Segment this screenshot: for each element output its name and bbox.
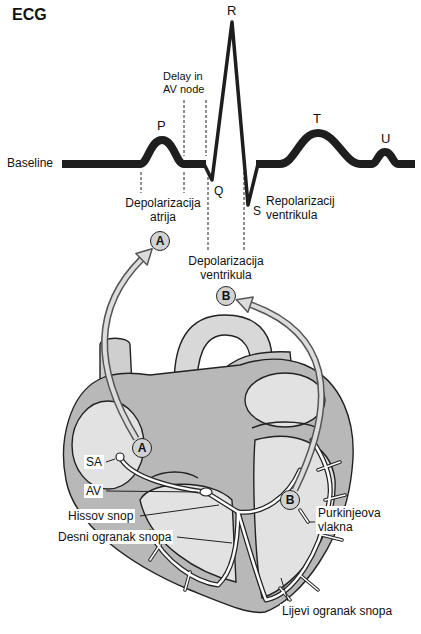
arrow-outline bbox=[250, 304, 322, 490]
callout-circle: A bbox=[132, 438, 152, 458]
left-atrium bbox=[245, 373, 325, 427]
callout-circle: B bbox=[280, 490, 300, 510]
conduction-fibres bbox=[120, 440, 330, 600]
dashed-marker bbox=[206, 100, 207, 156]
wave-label: T bbox=[313, 111, 321, 126]
dashed-marker bbox=[208, 172, 209, 250]
arrow-head bbox=[236, 297, 253, 312]
dashed-marker bbox=[184, 100, 185, 156]
part-label: Desni ogranak snopa bbox=[56, 530, 173, 544]
part-label: Hissov snop bbox=[66, 509, 135, 523]
ecg-trace bbox=[62, 22, 415, 205]
wave-label: U bbox=[381, 131, 390, 146]
callout-circle: B bbox=[216, 286, 236, 306]
sa-node bbox=[116, 453, 124, 461]
wave-label: Q bbox=[214, 184, 223, 198]
leader-line bbox=[140, 505, 219, 516]
leader-line bbox=[281, 578, 288, 601]
part-label: AV bbox=[84, 484, 103, 498]
ecg-baseline-waves bbox=[62, 133, 415, 164]
arrow-outline bbox=[105, 259, 143, 439]
arrow-body bbox=[250, 304, 322, 490]
part-label: Purkinjeova vlakna bbox=[316, 506, 396, 534]
wave-label: R bbox=[227, 3, 236, 18]
wave-label: P bbox=[157, 118, 166, 133]
interval-label: Delay in AV node bbox=[163, 70, 219, 96]
leader-line bbox=[177, 537, 232, 543]
heart-body bbox=[64, 359, 354, 612]
callout-letter: A bbox=[156, 235, 165, 247]
diagram-title: ECG bbox=[12, 6, 47, 24]
wave-label: S bbox=[253, 204, 261, 218]
connector-arrow bbox=[236, 297, 321, 490]
leader-line bbox=[106, 459, 115, 462]
conduction-outline bbox=[120, 440, 330, 600]
callout-letter: B bbox=[222, 290, 231, 302]
part-label: SA bbox=[84, 455, 104, 469]
dashed-marker bbox=[184, 172, 185, 193]
phase-label: Depolarizacija ventrikula bbox=[171, 254, 281, 282]
dashed-marker bbox=[141, 172, 142, 193]
leader-line bbox=[106, 491, 198, 492]
arrow-body bbox=[105, 259, 143, 439]
av-node bbox=[200, 488, 212, 496]
leader-line bbox=[309, 522, 315, 523]
interval-markers bbox=[141, 100, 244, 250]
conduction-system bbox=[116, 440, 345, 600]
connector-arrow bbox=[105, 249, 153, 439]
baseline-label: Baseline bbox=[7, 156, 53, 170]
callout-letter: A bbox=[138, 442, 147, 454]
phase-label: Repolarizacij ventrikula bbox=[266, 194, 356, 222]
callout-circle: A bbox=[150, 231, 170, 251]
callout-letter: B bbox=[286, 494, 295, 506]
valve-line bbox=[150, 422, 318, 478]
arrow-head bbox=[136, 249, 152, 265]
ecg-qrs-complex bbox=[204, 22, 258, 205]
dashed-marker bbox=[244, 172, 245, 250]
part-label: Lijevi ogranak snopa bbox=[280, 604, 394, 618]
phase-label: Depolarizacija atrija bbox=[113, 196, 213, 224]
